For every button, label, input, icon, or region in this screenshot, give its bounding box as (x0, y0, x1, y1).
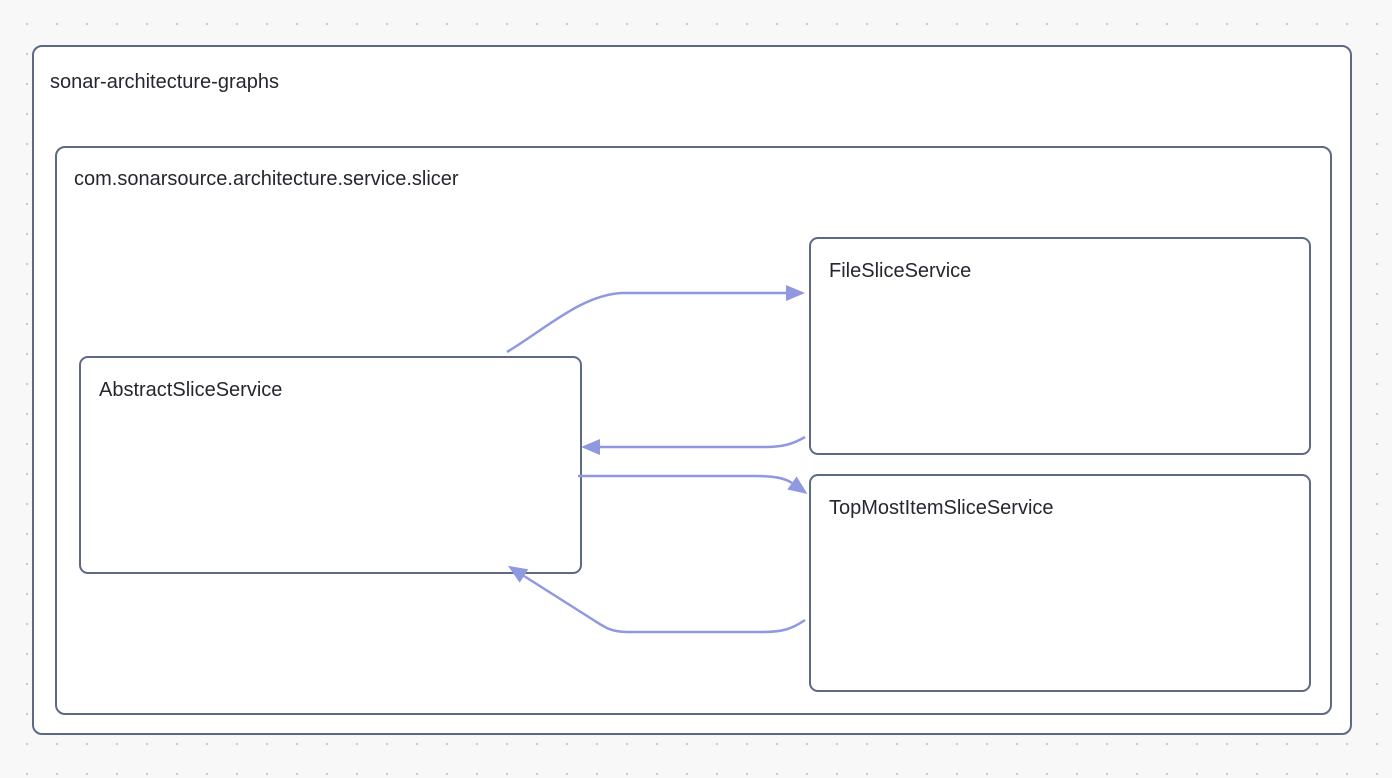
group-sonar-architecture-graphs[interactable]: sonar-architecture-graphs com.sonarsourc… (32, 45, 1352, 735)
node-top-most-item-slice-service[interactable]: TopMostItemSliceService (809, 474, 1311, 692)
group-label-sonar-architecture-graphs: sonar-architecture-graphs (50, 71, 279, 93)
group-label-slicer-package: com.sonarsource.architecture.service.sli… (74, 168, 459, 190)
node-abstract-slice-service[interactable]: AbstractSliceService (79, 356, 582, 574)
node-file-slice-service[interactable]: FileSliceService (809, 237, 1311, 455)
group-slicer-package[interactable]: com.sonarsource.architecture.service.sli… (55, 146, 1332, 715)
node-label-abstract-slice-service: AbstractSliceService (99, 379, 283, 401)
node-label-file-slice-service: FileSliceService (829, 260, 972, 282)
node-label-top-most-item-slice-service: TopMostItemSliceService (829, 497, 1054, 519)
